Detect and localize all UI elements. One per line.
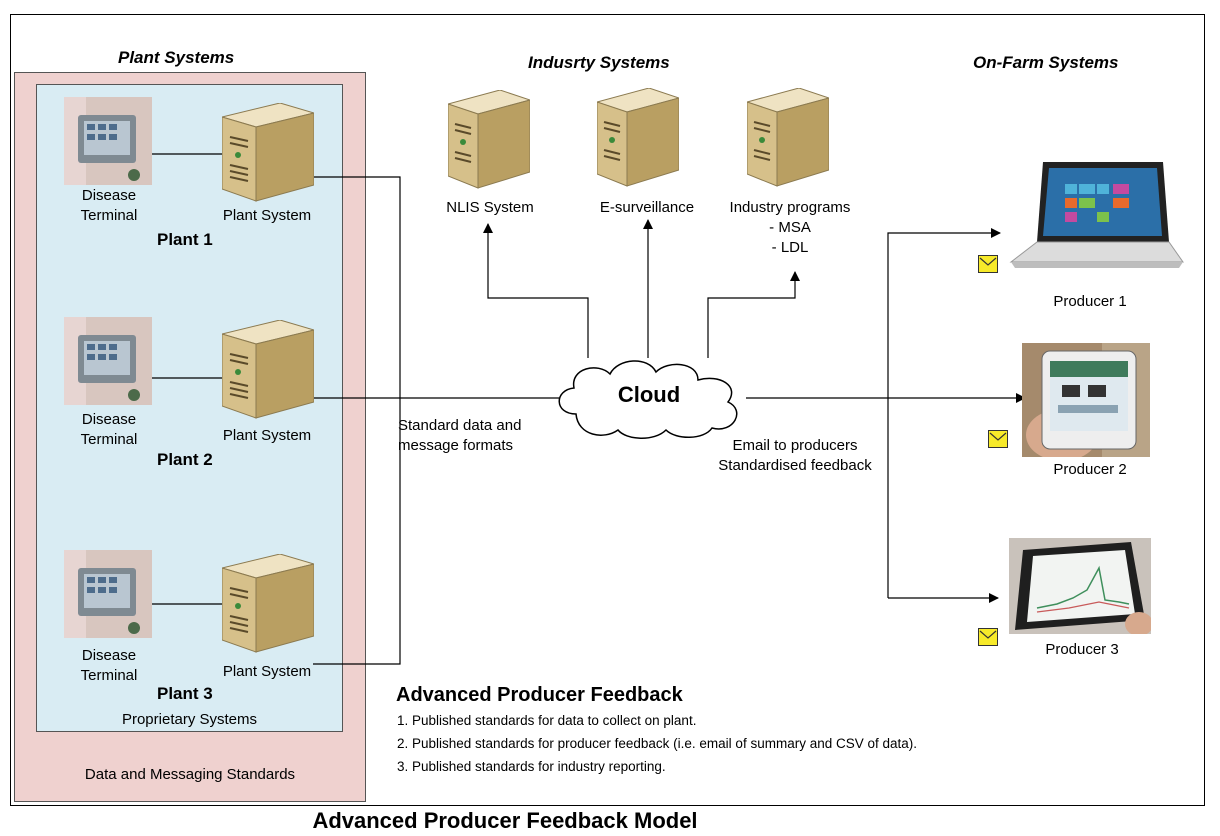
plant-system-label: Plant System	[222, 207, 312, 224]
industry-programs-label: Industry programs - MSA - LDL	[729, 199, 851, 256]
cloud-to-nlis-arrow	[483, 223, 589, 358]
producer-label: Producer 1	[1053, 293, 1127, 310]
plant-server-icon	[220, 102, 316, 208]
feedback-item: 1. Published standards for data to colle…	[397, 713, 697, 728]
producer-label: Producer 3	[1045, 641, 1119, 658]
plant-name-label: Plant 2	[157, 450, 213, 469]
disease-terminal-label: Disease Terminal	[80, 187, 138, 224]
plant-name-label: Plant 1	[157, 230, 213, 249]
disease-terminal-image	[64, 97, 152, 185]
industry-systems-heading: Indusrty Systems	[528, 53, 670, 72]
proprietary-systems-label: Proprietary Systems	[121, 711, 258, 728]
plant-name-label: Plant 3	[157, 684, 213, 703]
cloud-to-industry-programs-arrow	[707, 271, 800, 358]
standards-label: Data and Messaging Standards	[84, 766, 296, 783]
disease-terminal-image	[64, 317, 152, 405]
esurveillance-label: E-surveillance	[599, 199, 695, 216]
email-icon	[978, 628, 998, 646]
nlis-system-label: NLIS System	[446, 199, 534, 216]
plant-server-icon	[220, 319, 316, 425]
plant-server-icon	[220, 553, 316, 659]
nlis-server-icon	[446, 89, 532, 195]
tablet-photo	[1009, 538, 1153, 639]
on-farm-systems-heading: On-Farm Systems	[973, 53, 1119, 72]
plant-systems-heading: Plant Systems	[118, 48, 235, 67]
laptop-icon	[1005, 160, 1185, 281]
email-icon	[988, 430, 1008, 448]
standard-formats-label: Standard data and message formats	[398, 417, 522, 454]
plant-system-label: Plant System	[222, 427, 312, 444]
plant-bus-line	[313, 176, 401, 665]
email-feedback-label: Email to producers Standardised feedback	[718, 437, 872, 474]
plant-system-label: Plant System	[222, 663, 312, 680]
feedback-item: 2. Published standards for producer feed…	[397, 736, 918, 751]
esurveillance-server-icon	[595, 87, 681, 193]
industry-programs-server-icon	[745, 87, 831, 193]
cloud-label: Cloud	[617, 382, 681, 407]
disease-terminal-label: Disease Terminal	[80, 411, 138, 448]
feedback-item: 3. Published standards for industry repo…	[397, 759, 666, 774]
smartphone-photo	[1022, 343, 1150, 462]
figure-title: Advanced Producer Feedback Model	[312, 808, 698, 833]
disease-terminal-label: Disease Terminal	[80, 647, 138, 684]
email-icon	[978, 255, 998, 273]
cloud-to-producer1-arrow	[887, 228, 1001, 598]
cloud-icon	[548, 356, 750, 445]
disease-terminal-image	[64, 550, 152, 638]
feedback-title: Advanced Producer Feedback	[396, 684, 683, 706]
producer-label: Producer 2	[1053, 461, 1127, 478]
